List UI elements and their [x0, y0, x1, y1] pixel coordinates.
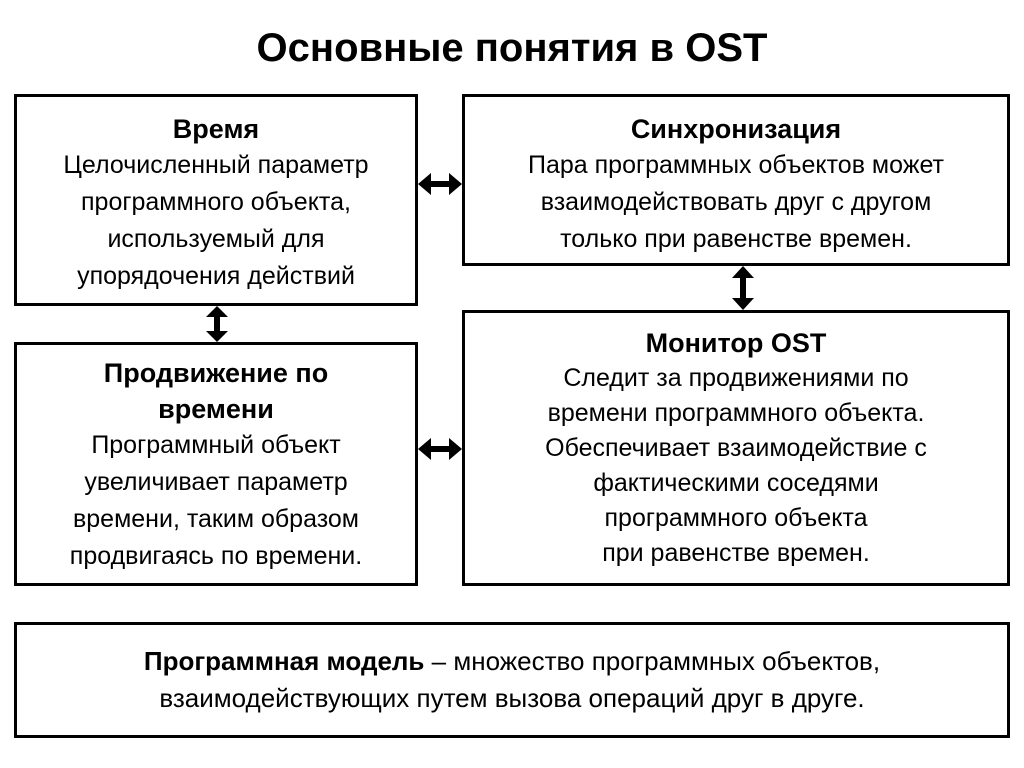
page-title: Основные понятия в OST	[256, 26, 768, 70]
double-arrow-vertical-right	[732, 266, 754, 310]
concept-body-time: Целочисленный параметр программного объе…	[63, 151, 369, 290]
concept-heading-monitor: Монитор OST	[645, 328, 827, 358]
concept-box-time: Время Целочисленный параметр программног…	[14, 94, 418, 306]
concept-heading-sync: Синхронизация	[630, 114, 842, 144]
concept-body-monitor: Следит за продвижениями по времени прогр…	[545, 364, 927, 567]
concept-body-advance: Программный объект увеличивает параметр …	[69, 431, 363, 570]
concept-body-sync: Пара программных объектов может взаимоде…	[528, 151, 944, 253]
concept-box-monitor: Монитор OST Следит за продвижениями по в…	[462, 310, 1010, 586]
double-arrow-vertical-left	[206, 306, 228, 342]
model-definition-box: Программная модель – множество программн…	[14, 622, 1010, 738]
double-arrow-horizontal-bottom	[418, 438, 462, 460]
concept-heading-advance: Продвижение по времени	[103, 358, 329, 424]
model-term: Программная модель	[143, 646, 425, 676]
model-definition-line-2: взаимодействующих путем вызова операций …	[159, 683, 865, 713]
concept-box-advance: Продвижение по времени Программный объек…	[14, 342, 418, 586]
model-definition-line-1: Программная модель – множество программн…	[144, 643, 880, 680]
concept-heading-time: Время	[172, 114, 260, 144]
double-arrow-horizontal-top	[418, 173, 462, 195]
concept-box-sync: Синхронизация Пара программных объектов …	[462, 94, 1010, 266]
model-definition: – множество программных объектов,	[424, 646, 881, 676]
